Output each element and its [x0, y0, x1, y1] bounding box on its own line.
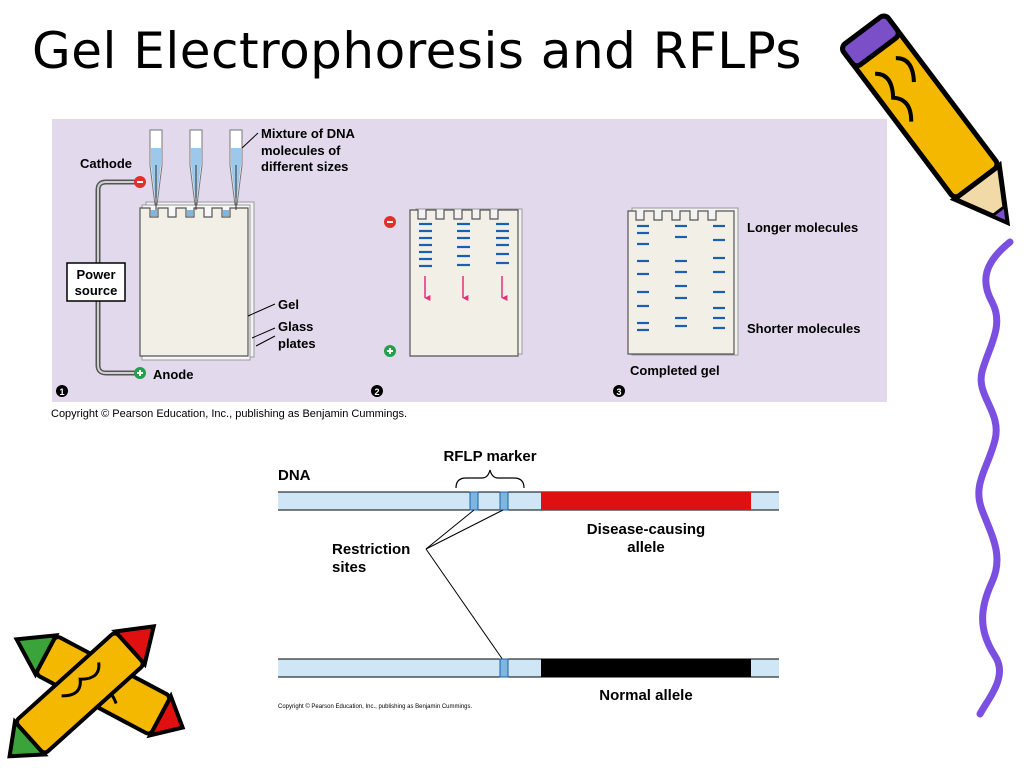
dna-bands [419, 222, 509, 268]
copyright-note-bottom: Copyright © Pearson Education, Inc., pub… [278, 704, 473, 710]
power-source-box [66, 262, 126, 302]
gel-slab-completed [627, 210, 735, 355]
disease-allele-label-1: Disease-causing [587, 521, 705, 538]
step2-running-gel: 2 [371, 208, 523, 397]
step3-completed-gel: Longer molecules Shorter molecules Compl… [613, 207, 860, 397]
rflp-marker-label: RFLP marker [443, 448, 536, 465]
anode-label: Anode [153, 367, 193, 382]
pipette-icon [189, 129, 203, 210]
step-number-3 [613, 385, 625, 397]
step-number-2 [371, 385, 383, 397]
mixture-label-1: Mixture of DNA [261, 126, 356, 141]
disease-allele-segment [541, 492, 751, 510]
restriction-site [499, 658, 509, 678]
pencil-clipart-icon [840, 13, 1011, 227]
power-source-label-2: source [75, 283, 118, 298]
disease-allele-label-2: allele [627, 539, 665, 556]
svg-text:3: 3 [616, 387, 621, 397]
completed-gel-label: Completed gel [630, 363, 720, 378]
restriction-sites-label-2: sites [332, 559, 366, 576]
squiggle-decoration-icon [975, 238, 1014, 718]
gel-slab [139, 207, 249, 357]
rflp-marker-brace [455, 469, 525, 489]
gel-label: Gel [278, 297, 299, 312]
gel-slab-running [409, 209, 519, 357]
crayons-clipart-icon [7, 624, 186, 759]
step1-apparatus: Power source Cathode Anode [56, 126, 356, 397]
glass-plates-label-2: plates [278, 336, 316, 351]
normal-allele-label: Normal allele [599, 687, 692, 704]
glass-plates-label-1: Glass [278, 319, 313, 334]
shorter-molecules-label: Shorter molecules [747, 321, 860, 336]
longer-molecules-label: Longer molecules [747, 220, 858, 235]
cathode-label: Cathode [80, 156, 132, 171]
dna-label: DNA [278, 467, 311, 484]
mixture-label-3: different sizes [261, 159, 348, 174]
rflp-diagram: DNA RFLP marker Disease-causing allele R… [278, 448, 779, 704]
pipette-icon [229, 129, 243, 210]
svg-text:2: 2 [374, 387, 379, 397]
pipette-icon [149, 129, 163, 210]
copyright-note-top: Copyright © Pearson Education, Inc., pub… [51, 408, 408, 420]
normal-allele-segment [541, 659, 751, 677]
restriction-site [469, 491, 479, 511]
restriction-site [499, 491, 509, 511]
step-number-1 [56, 385, 68, 397]
restriction-sites-label-1: Restriction [332, 541, 410, 558]
power-source-label-1: Power [76, 267, 115, 282]
separated-bands [637, 224, 725, 332]
slide-title: Gel Electrophoresis and RFLPs [32, 22, 802, 80]
mixture-label-2: molecules of [261, 143, 341, 158]
svg-text:1: 1 [59, 387, 64, 397]
